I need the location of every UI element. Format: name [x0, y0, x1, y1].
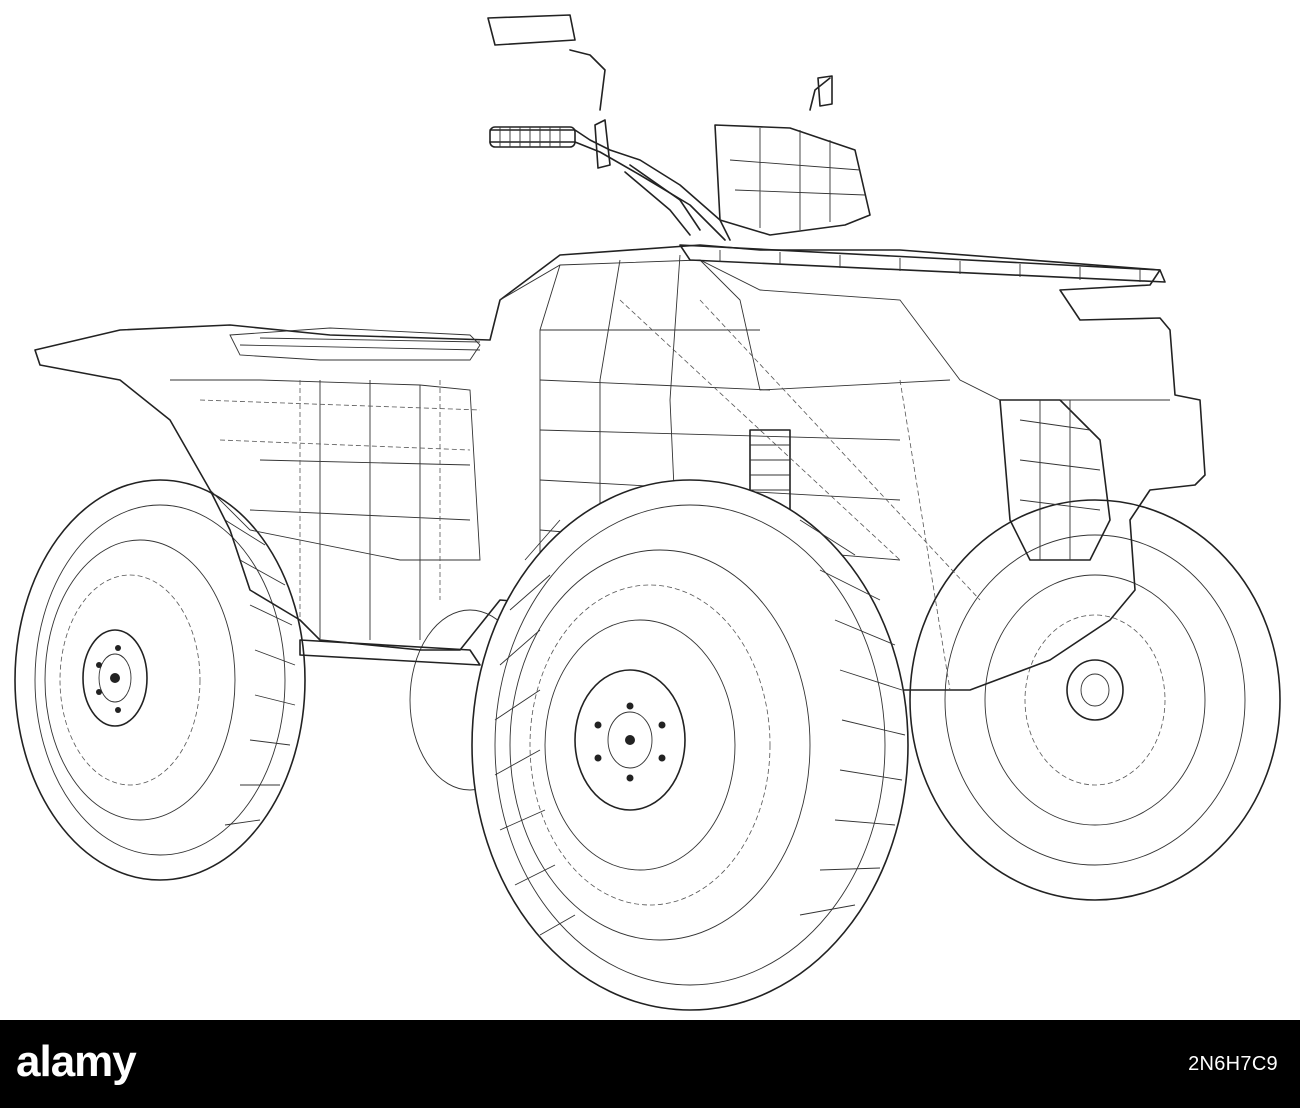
atv-wireframe-illustration	[14, 14, 1281, 1011]
front-right-wheel	[471, 479, 909, 1011]
front-left-wheel	[14, 479, 306, 881]
rear-right-wheel	[909, 499, 1281, 901]
atv-wireframe-svg	[14, 14, 1281, 1011]
handlebars	[487, 14, 871, 241]
stock-footer-bar: alamy alamy 2N6H7C9	[0, 1020, 1300, 1108]
image-id-label: 2N6H7C9	[1188, 1053, 1278, 1075]
svg-text:alamy: alamy	[16, 1040, 137, 1086]
alamy-logo[interactable]: alamy alamy	[16, 1040, 166, 1088]
alamy-logo-icon: alamy	[16, 1040, 138, 1086]
